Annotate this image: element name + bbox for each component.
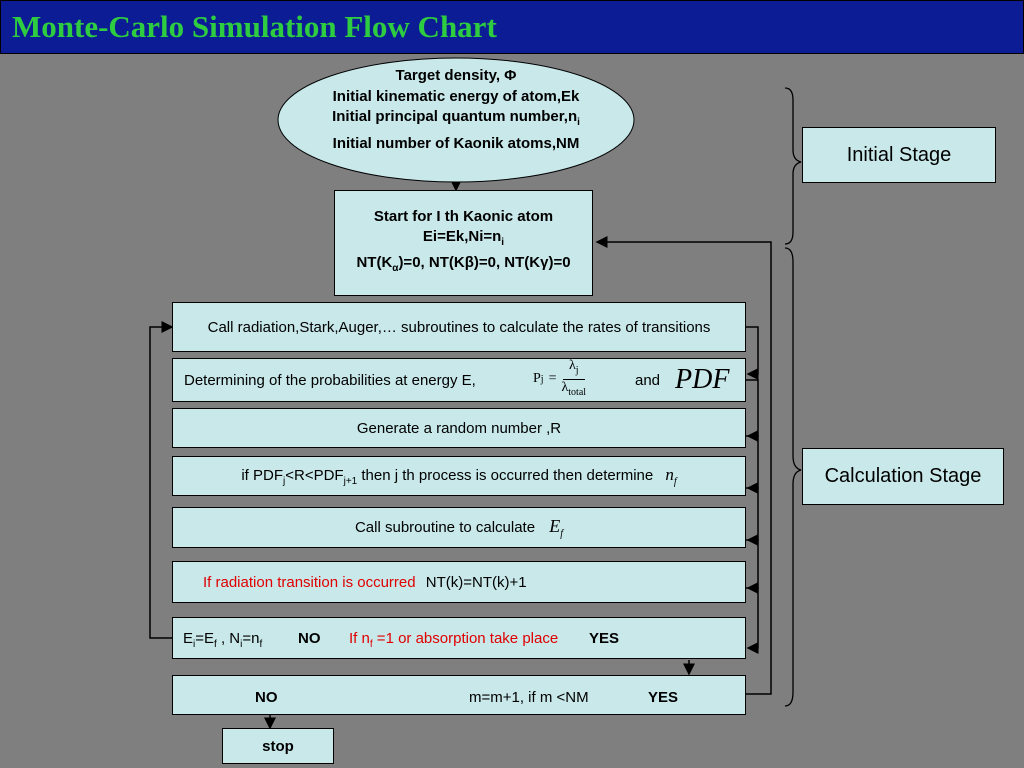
step-radiation-count: If radiation transition is occurred NT(k… bbox=[172, 561, 746, 603]
no-label-next-atom: NO bbox=[255, 689, 278, 706]
step-absorption-check: Ei=Ef , Ni=nf NO If nf =1 or absorption … bbox=[172, 617, 746, 659]
yes-label-absorption: YES bbox=[589, 630, 620, 647]
step-call-radiation-label: Call radiation,Stark,Auger,… subroutines… bbox=[207, 318, 711, 336]
update-state-label: Ei=Ef , Ni=nf bbox=[183, 630, 263, 650]
brace-initial bbox=[784, 87, 802, 245]
step-random-number-label: Generate a random number ,R bbox=[356, 419, 562, 437]
start-line1: Start for I th Kaonic atom bbox=[373, 208, 554, 225]
arrow-step6-step7 bbox=[746, 587, 759, 654]
no-label-absorption: NO bbox=[298, 630, 321, 647]
next-atom-label: m=m+1, if m <NM bbox=[469, 689, 589, 706]
step-calculate-ef-label: Call subroutine to calculate Ef bbox=[354, 515, 564, 540]
stop-label: stop bbox=[262, 737, 294, 755]
yes-label-next-atom: YES bbox=[648, 689, 679, 706]
initial-atoms-label: Initial number of Kaonik atoms,NM bbox=[332, 134, 580, 152]
arrow-step4-step5 bbox=[746, 487, 759, 546]
and-label: and bbox=[635, 372, 661, 389]
title-bar: Monte-Carlo Simulation Flow Chart bbox=[0, 0, 1024, 54]
step-probabilities: Determining of the probabilities at ener… bbox=[172, 358, 746, 402]
page-title: Monte-Carlo Simulation Flow Chart bbox=[12, 9, 497, 44]
step-process-select-label: if PDFj<R<PDFj+1 then j th process is oc… bbox=[241, 464, 677, 488]
target-density-label: Target density, Φ bbox=[395, 67, 517, 84]
step-random-number: Generate a random number ,R bbox=[172, 408, 746, 448]
calculation-stage-box: Calculation Stage bbox=[802, 448, 1004, 505]
initial-stage-label: Initial Stage bbox=[846, 143, 952, 166]
arrow-step2-step3 bbox=[746, 379, 759, 442]
step-process-select: if PDFj<R<PDFj+1 then j th process is oc… bbox=[172, 456, 746, 496]
start-line3: NT(Kα)=0, NT(Kβ)=0, NT(Kγ)=0 bbox=[356, 254, 571, 274]
arrow-step1-step2 bbox=[746, 326, 759, 380]
stop-box: stop bbox=[222, 728, 334, 764]
pdf-symbol: PDF bbox=[675, 364, 730, 395]
calculation-stage-label: Calculation Stage bbox=[824, 465, 982, 487]
start-line2: Ei=Ek,Ni=ni bbox=[422, 228, 505, 248]
loop-next-transition bbox=[149, 321, 174, 639]
initial-stage-box: Initial Stage bbox=[802, 127, 996, 183]
arrow-step3-step4 bbox=[746, 435, 759, 494]
initial-quantum-label: Initial principal quantum number,ni bbox=[332, 108, 580, 128]
absorption-condition-label: If nf =1 or absorption take place bbox=[349, 630, 559, 650]
step-calculate-ef: Call subroutine to calculate Ef bbox=[172, 507, 746, 548]
brace-calculation bbox=[784, 247, 802, 707]
step-probabilities-label: Determining of the probabilities at ener… bbox=[184, 372, 476, 389]
step-radiation-count-label: If radiation transition is occurred NT(k… bbox=[203, 574, 527, 591]
start-box: Start for I th Kaonic atom Ei=Ek,Ni=ni N… bbox=[334, 190, 593, 296]
input-ellipse bbox=[277, 57, 635, 183]
ellipse-text: Target density, Φ Initial kinematic ener… bbox=[292, 66, 620, 154]
step-next-atom: NO m=m+1, if m <NM YES bbox=[172, 675, 746, 715]
step-call-radiation: Call radiation,Stark,Auger,… subroutines… bbox=[172, 302, 746, 352]
initial-energy-label: Initial kinematic energy of atom,Ek bbox=[332, 87, 580, 105]
loop-next-atom bbox=[595, 236, 772, 695]
arrow-step5-step6 bbox=[746, 539, 759, 594]
